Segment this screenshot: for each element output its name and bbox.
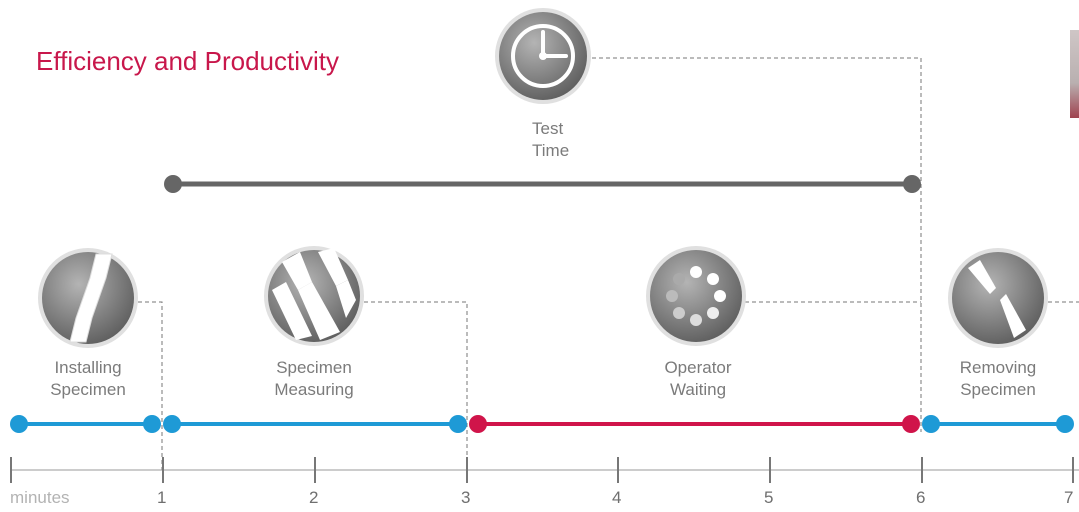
- connector-test-time: [592, 57, 922, 432]
- label-waiting-line2: Waiting: [669, 380, 727, 399]
- label-removing-line1: Removing: [959, 358, 1037, 377]
- clock-icon: [495, 8, 591, 104]
- label-measuring-line1: Specimen: [276, 358, 352, 377]
- label-test-time: Test Time: [532, 118, 570, 162]
- axis-label-4: 4: [612, 488, 622, 507]
- cropped-photo: [1070, 30, 1079, 118]
- label-test-time-line1: Test: [532, 119, 564, 138]
- loading-icon: [646, 246, 746, 346]
- axis-label-2: 2: [309, 488, 319, 507]
- segment-measuring-start-dot: [163, 415, 181, 433]
- axis-label-7: 7: [1064, 488, 1074, 507]
- label-measuring: Specimen Measuring: [262, 357, 366, 401]
- broken-specimen-icon: [948, 248, 1048, 348]
- label-removing-line2: Specimen: [960, 380, 1036, 399]
- label-test-time-line2: Time: [532, 141, 570, 160]
- specimen-icon: [38, 248, 138, 348]
- segment-removing-start-dot: [922, 415, 940, 433]
- page-title: Efficiency and Productivity: [36, 46, 339, 76]
- segment-installing-start-dot: [10, 415, 28, 433]
- axis-label-1: 1: [157, 488, 167, 507]
- axis-unit-label: minutes: [10, 488, 70, 507]
- label-installing-line1: Installing: [54, 358, 122, 377]
- segment-waiting-end-dot: [902, 415, 920, 433]
- segment-removing-end-dot: [1056, 415, 1074, 433]
- test-time-start-dot: [164, 175, 182, 193]
- label-installing: Installing Specimen: [36, 357, 140, 401]
- segment-installing-end-dot: [143, 415, 161, 433]
- label-installing-line2: Specimen: [50, 380, 126, 399]
- segment-measuring-end-dot: [449, 415, 467, 433]
- label-waiting-line1: Operator: [664, 358, 732, 377]
- connector-measuring: [364, 301, 468, 470]
- label-removing: Removing Specimen: [946, 357, 1050, 401]
- axis-ticks: [10, 457, 1074, 483]
- axis-label-5: 5: [764, 488, 774, 507]
- connector-lines: [138, 57, 1079, 470]
- label-measuring-line2: Measuring: [274, 380, 354, 399]
- test-time-end-dot: [903, 175, 921, 193]
- segment-waiting-start-dot: [469, 415, 487, 433]
- axis-label-3: 3: [461, 488, 471, 507]
- label-waiting: Operator Waiting: [646, 357, 750, 401]
- axis-label-6: 6: [916, 488, 926, 507]
- measuring-icon: [264, 246, 364, 346]
- connector-installing: [138, 301, 163, 470]
